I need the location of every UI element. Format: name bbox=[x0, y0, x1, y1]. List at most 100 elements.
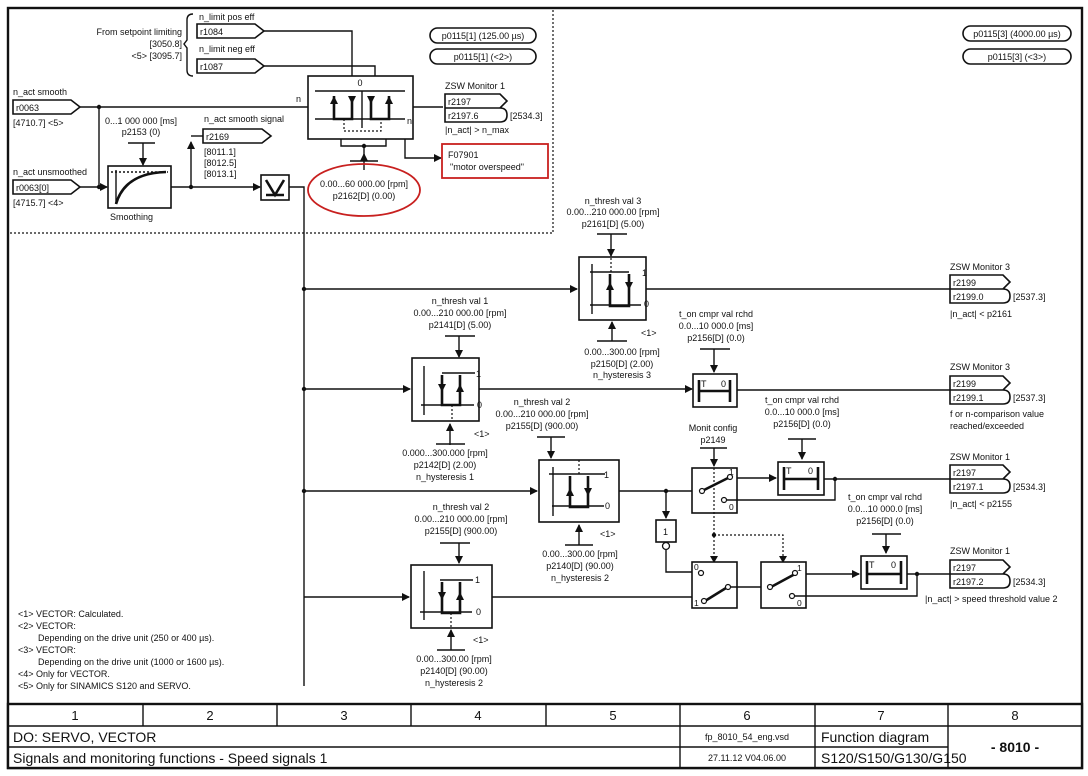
hyst-range: 0.00...300.00 [rpm] bbox=[542, 549, 618, 559]
switch-zero-label: 0 bbox=[729, 502, 734, 512]
sampling-oval bbox=[962, 48, 1072, 65]
column-number: 1 bbox=[71, 708, 78, 723]
param-r2197-1[interactable]: r2197.1 bbox=[953, 482, 984, 492]
smoothing-block[interactable]: 0...1 000 000 [ms] p2153 (0) Smoothing bbox=[105, 116, 177, 222]
fault-f07901[interactable]: F07901 "motor overspeed" bbox=[441, 143, 549, 179]
on-delay-timer-1: t_on cmpr val rchd 0.0...10 000.0 [ms] p… bbox=[679, 309, 754, 408]
output-zsw1-r2197-2: ZSW Monitor 1 r2197 r2197.2 [2534.3] |n_… bbox=[925, 546, 1058, 604]
output-ref: [2534.3] bbox=[1013, 577, 1046, 587]
junction bbox=[711, 532, 717, 538]
timer-t-label: T bbox=[701, 379, 707, 389]
smoothing-label: Smoothing bbox=[110, 212, 153, 222]
fault-highlight-box bbox=[441, 143, 549, 179]
param-r0063-0[interactable]: r0063[0] bbox=[16, 183, 49, 193]
connector-r2199[interactable] bbox=[949, 274, 1012, 304]
param-p2149[interactable]: p2149 bbox=[700, 435, 725, 445]
switch-3[interactable]: 1 0 bbox=[760, 561, 807, 609]
output-title: ZSW Monitor 1 bbox=[950, 546, 1010, 556]
param-r2197[interactable]: r2197 bbox=[953, 468, 976, 478]
switch-2[interactable]: 0 1 bbox=[691, 561, 738, 609]
junction bbox=[301, 386, 307, 392]
column-number: 6 bbox=[743, 708, 750, 723]
switch-1[interactable]: 1 0 bbox=[691, 467, 738, 562]
output-title: ZSW Monitor 1 bbox=[445, 81, 505, 91]
fault-code[interactable]: F07901 bbox=[448, 150, 479, 160]
setpoint-source-label: From setpoint limiting bbox=[96, 27, 182, 37]
param-p2141[interactable]: p2141[D] (5.00) bbox=[429, 320, 492, 330]
junction bbox=[96, 184, 102, 190]
param-r2199-0[interactable]: r2199.0 bbox=[953, 292, 984, 302]
inverter-icon bbox=[661, 541, 671, 551]
param-r1084[interactable]: r1084 bbox=[200, 27, 223, 37]
param-r2169[interactable]: r2169 bbox=[206, 132, 229, 142]
out-zero-label: 0 bbox=[644, 299, 649, 309]
out-one-label: 1 bbox=[476, 369, 481, 379]
title-block: 1 2 3 4 5 6 7 8 DO: SERVO, VECTOR Signal… bbox=[6, 702, 1084, 770]
connector-r1084[interactable] bbox=[196, 23, 266, 39]
out-one-label: 1 bbox=[475, 575, 480, 585]
footnote: <1> VECTOR: Calculated. bbox=[18, 609, 123, 619]
param-p2150[interactable]: p2150[D] (2.00) bbox=[591, 359, 654, 369]
param-r2199[interactable]: r2199 bbox=[953, 379, 976, 389]
footnote: <2> VECTOR: bbox=[18, 621, 76, 631]
timer-range: 0.0...10 000.0 [ms] bbox=[679, 321, 754, 331]
output-ref: [2534.3] bbox=[510, 111, 543, 121]
threshold-2a-comparator: n_thresh val 2 0.00...210 000.00 [rpm] p… bbox=[495, 397, 620, 583]
junction bbox=[301, 488, 307, 494]
connector-r2197[interactable] bbox=[949, 559, 1012, 589]
param-p2140[interactable]: p2140[D] (90.00) bbox=[420, 666, 488, 676]
param-r2199-1[interactable]: r2199.1 bbox=[953, 393, 984, 403]
param-r2197[interactable]: r2197 bbox=[953, 563, 976, 573]
param-r2197-2[interactable]: r2197.2 bbox=[953, 577, 984, 587]
param-p2155[interactable]: p2155[D] (900.00) bbox=[425, 526, 498, 536]
param-r0063[interactable]: r0063 bbox=[16, 103, 39, 113]
n-act-unsmoothed-ref: [4715.7] <4> bbox=[13, 198, 64, 208]
connector-r2169[interactable] bbox=[202, 128, 273, 144]
output-desc: |n_act| < p2155 bbox=[950, 499, 1012, 509]
junction bbox=[301, 286, 307, 292]
param-p2161[interactable]: p2161[D] (5.00) bbox=[582, 219, 645, 229]
param-p2155[interactable]: p2155[D] (900.00) bbox=[506, 421, 579, 431]
param-p2156[interactable]: p2156[D] (0.0) bbox=[687, 333, 745, 343]
param-r1087[interactable]: r1087 bbox=[200, 62, 223, 72]
wire bbox=[350, 154, 378, 170]
n-act-smooth-label: n_act smooth bbox=[13, 87, 67, 97]
connector-r0063[interactable] bbox=[12, 99, 82, 115]
switch-zero-label: 0 bbox=[694, 562, 699, 572]
output-zsw1-r2197-1: ZSW Monitor 1 r2197 r2197.1 [2534.3] |n_… bbox=[949, 452, 1046, 509]
sampling-oval bbox=[429, 48, 537, 65]
switch-one-label: 1 bbox=[694, 598, 699, 608]
param-r2197[interactable]: r2197 bbox=[448, 97, 471, 107]
connector-r2199[interactable] bbox=[949, 375, 1012, 405]
input-n-act-smooth: n_act smooth r0063 [4710.7] <5> bbox=[12, 87, 82, 128]
highlight-ellipse bbox=[307, 163, 421, 217]
thresh-range: 0.00...210 000.00 [rpm] bbox=[566, 207, 659, 217]
param-r2199[interactable]: r2199 bbox=[953, 278, 976, 288]
threshold-1-comparator: n_thresh val 1 0.00...210 000.00 [rpm] p… bbox=[402, 296, 506, 482]
connector-r2197[interactable] bbox=[444, 93, 509, 123]
thresh-range: 0.00...210 000.00 [rpm] bbox=[414, 514, 507, 524]
param-p2140[interactable]: p2140[D] (90.00) bbox=[546, 561, 614, 571]
timer-zero-label: 0 bbox=[721, 379, 726, 389]
connector-r2197[interactable] bbox=[949, 464, 1012, 494]
smooth-signal-label: n_act smooth signal bbox=[204, 114, 284, 124]
main-bus-wire bbox=[289, 186, 305, 686]
output-title: ZSW Monitor 3 bbox=[950, 262, 1010, 272]
param-p2162[interactable]: p2162[D] (0.00) bbox=[333, 191, 396, 201]
connector-r1087[interactable] bbox=[196, 58, 266, 74]
param-p2156[interactable]: p2156[D] (0.0) bbox=[856, 516, 914, 526]
param-r2197-6[interactable]: r2197.6 bbox=[448, 111, 479, 121]
output-ref: [2537.3] bbox=[1013, 393, 1046, 403]
connector-r0063-0[interactable] bbox=[12, 179, 82, 195]
footnotes: <1> VECTOR: Calculated. <2> VECTOR: Depe… bbox=[18, 609, 224, 691]
param-p2156[interactable]: p2156[D] (0.0) bbox=[773, 419, 831, 429]
param-p2142[interactable]: p2142[D] (2.00) bbox=[414, 460, 477, 470]
overspeed-threshold[interactable]: 0.00...60 000.00 [rpm] p2162[D] (0.00) bbox=[307, 163, 421, 217]
timer-name: t_on cmpr val rchd bbox=[848, 492, 922, 502]
footnote: Depending on the drive unit (1000 or 160… bbox=[38, 657, 224, 667]
junction bbox=[96, 104, 102, 110]
switch-one-label: 1 bbox=[729, 467, 734, 477]
thresh-name: n_thresh val 1 bbox=[432, 296, 489, 306]
param-p2153[interactable]: p2153 (0) bbox=[122, 127, 161, 137]
thresh-name: n_thresh val 3 bbox=[585, 196, 642, 206]
